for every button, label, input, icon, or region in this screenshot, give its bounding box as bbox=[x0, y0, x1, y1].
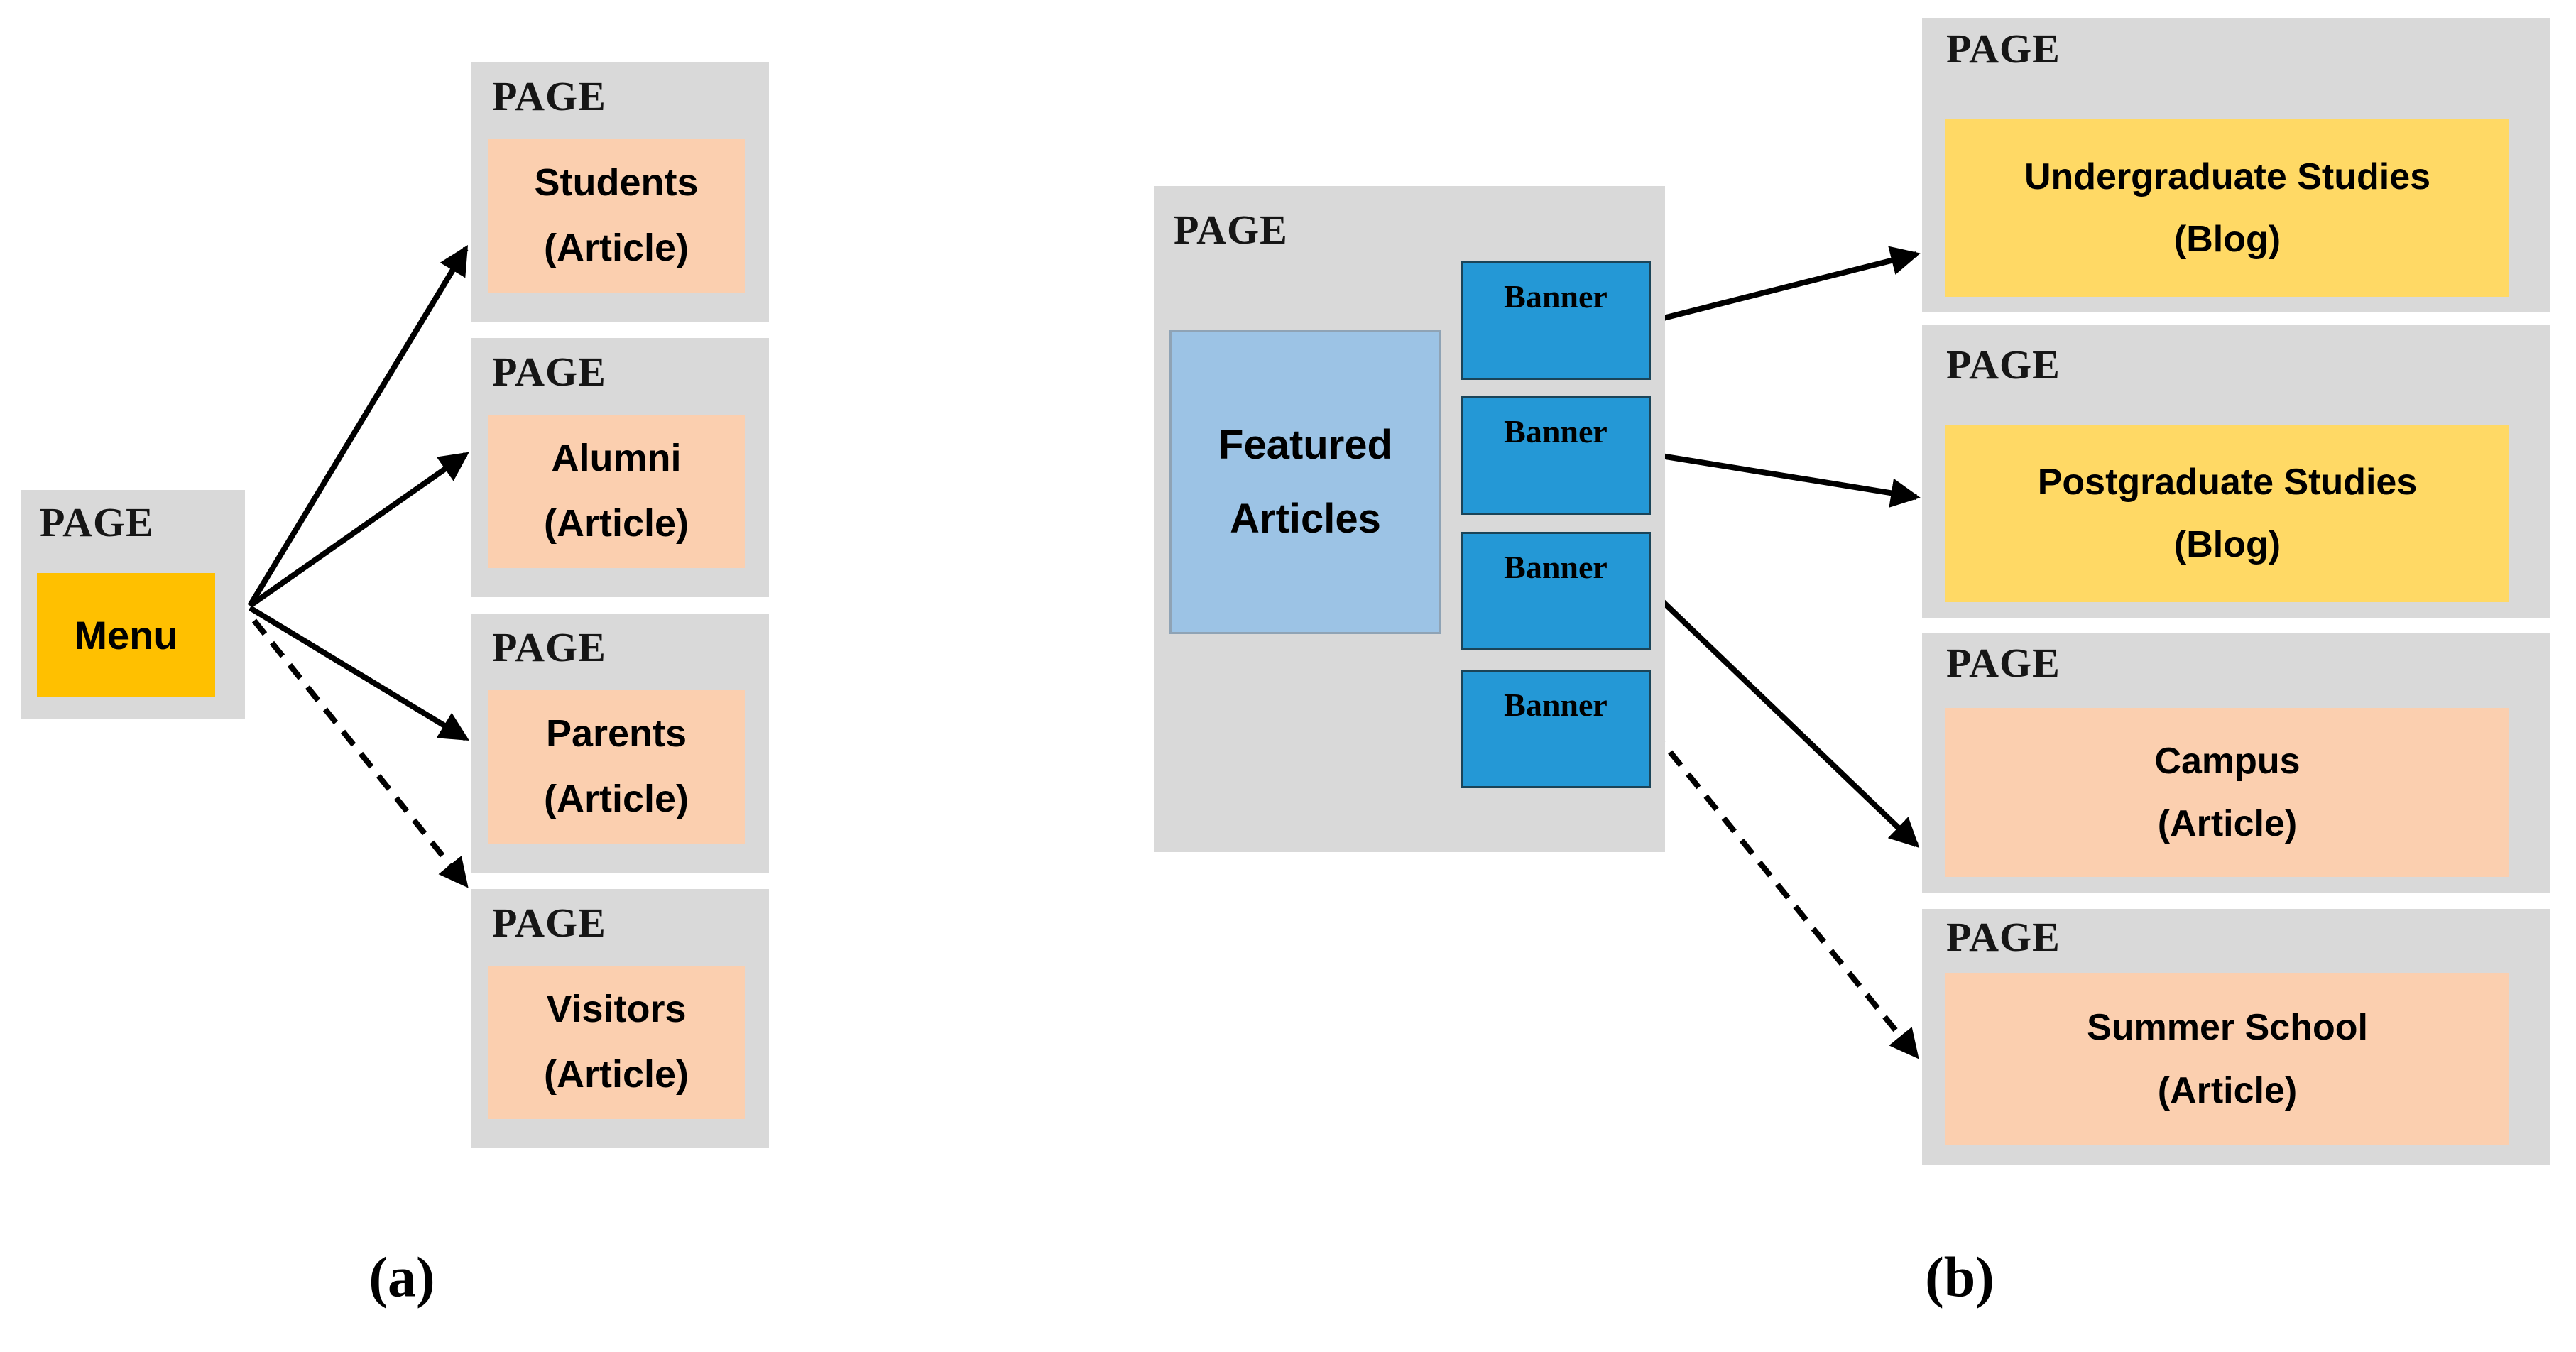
panel-a-caption: (a) bbox=[369, 1246, 435, 1309]
node-title: Undergraduate Studies bbox=[2024, 156, 2431, 197]
arrow-banner2-to-postgraduate bbox=[1652, 452, 1921, 508]
banner-node-1: Banner bbox=[1461, 261, 1651, 380]
arrow-menu-to-parents bbox=[248, 605, 469, 741]
page-type-label: PAGE bbox=[1946, 640, 2061, 686]
node-type: (Article) bbox=[543, 502, 689, 545]
page-box-menu-source: PAGE Menu bbox=[21, 490, 245, 719]
banner-node-4: Banner bbox=[1461, 670, 1651, 788]
arrow-banner4-to-summer-school-dashed bbox=[1649, 728, 1919, 1059]
page-box-alumni: PAGE Alumni (Article) bbox=[471, 338, 769, 597]
page-box-parents: PAGE Parents (Article) bbox=[471, 614, 769, 873]
page-box-postgraduate-studies: PAGE Postgraduate Studies (Blog) bbox=[1922, 325, 2550, 618]
page-type-label: PAGE bbox=[492, 624, 606, 670]
page-type-label: PAGE bbox=[1174, 207, 1288, 253]
page-type-label: PAGE bbox=[1946, 26, 2061, 72]
node-type: (Article) bbox=[543, 778, 689, 820]
node-type: (Article) bbox=[543, 227, 689, 269]
banner-node-3: Banner bbox=[1461, 532, 1651, 650]
page-box-campus: PAGE Campus (Article) bbox=[1922, 633, 2550, 893]
page-box-featured-source: PAGE Featured Articles Banner Banner Ban… bbox=[1154, 186, 1665, 852]
node-title: Alumni bbox=[551, 437, 682, 480]
page-box-visitors: PAGE Visitors (Article) bbox=[471, 889, 769, 1148]
arrow-menu-to-visitors-dashed bbox=[251, 618, 469, 888]
node-type: (Article) bbox=[543, 1053, 689, 1096]
node-type: (Blog) bbox=[2173, 219, 2281, 260]
arrow-banner3-to-campus bbox=[1650, 589, 1920, 849]
page-type-label: PAGE bbox=[40, 499, 154, 545]
visitors-article-node: Visitors (Article) bbox=[488, 966, 745, 1119]
banner-node-2: Banner bbox=[1461, 396, 1651, 515]
page-type-label: PAGE bbox=[492, 73, 606, 119]
arrow-menu-to-students bbox=[247, 245, 469, 608]
node-title: Students bbox=[534, 161, 699, 205]
featured-articles-node: Featured Articles bbox=[1169, 330, 1441, 634]
featured-articles-label: Featured Articles bbox=[1218, 421, 1392, 542]
node-type: (Article) bbox=[2157, 803, 2298, 844]
node-title: Summer School bbox=[2087, 1007, 2368, 1049]
page-type-label: PAGE bbox=[492, 900, 606, 946]
page-box-summer-school: PAGE Summer School (Article) bbox=[1922, 909, 2550, 1165]
page-box-students: PAGE Students (Article) bbox=[471, 62, 769, 322]
node-title: Parents bbox=[545, 712, 687, 756]
page-type-label: PAGE bbox=[1946, 342, 2061, 388]
page-type-label: PAGE bbox=[492, 349, 606, 395]
postgraduate-studies-blog-node: Postgraduate Studies (Blog) bbox=[1945, 425, 2509, 602]
node-title: Campus bbox=[2154, 740, 2301, 782]
undergraduate-studies-blog-node: Undergraduate Studies (Blog) bbox=[1945, 119, 2509, 297]
node-type: (Article) bbox=[2157, 1069, 2298, 1111]
students-article-node: Students (Article) bbox=[488, 139, 745, 293]
parents-article-node: Parents (Article) bbox=[488, 690, 745, 844]
menu-node: Menu bbox=[37, 573, 215, 697]
campus-article-node: Campus (Article) bbox=[1945, 708, 2509, 877]
page-box-undergraduate-studies: PAGE Undergraduate Studies (Blog) bbox=[1922, 18, 2550, 312]
node-type: (Blog) bbox=[2173, 524, 2281, 565]
alumni-article-node: Alumni (Article) bbox=[488, 415, 745, 568]
summer-school-article-node: Summer School (Article) bbox=[1945, 973, 2509, 1145]
arrow-menu-to-alumni bbox=[248, 452, 469, 609]
node-title: Visitors bbox=[546, 988, 687, 1031]
node-title: Postgraduate Studies bbox=[2037, 461, 2418, 503]
panel-b-caption: (b) bbox=[1925, 1246, 1994, 1309]
page-type-label: PAGE bbox=[1946, 914, 2061, 960]
arrow-banner1-to-undergraduate bbox=[1652, 246, 1921, 324]
